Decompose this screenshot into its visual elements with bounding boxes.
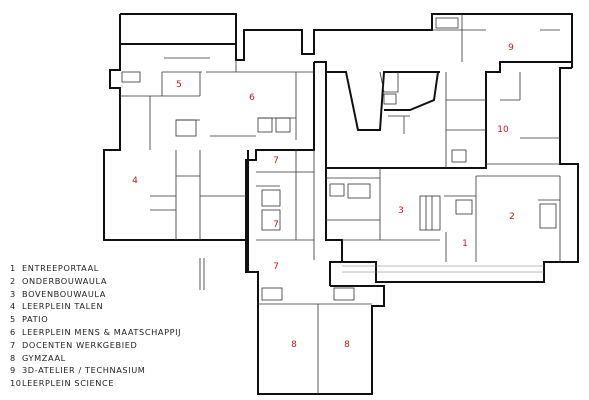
legend-label: ENTREEPORTAAL — [22, 263, 99, 273]
room-number-8a: 8 — [291, 340, 297, 350]
legend-label: LEERPLEIN SCIENCE — [22, 378, 115, 389]
legend-item: 9 3D-ATELIER / TECHNASIUM — [10, 364, 260, 377]
outer-walls — [103, 13, 579, 395]
legend-item: 3 BOVENBOUWAULA — [10, 288, 260, 301]
room-number-9: 9 — [508, 43, 514, 53]
room-number-7b: 7 — [273, 220, 279, 230]
legend-number: 9 — [10, 365, 16, 376]
legend-number: 1 — [10, 263, 16, 273]
room-number-8b: 8 — [344, 340, 350, 350]
legend-label: LEERPLEIN TALEN — [22, 301, 104, 312]
legend: 1 ENTREEPORTAAL 2 ONDERBOUWAULA 3 BOVENBOUW… — [10, 262, 260, 390]
room-numbers: 1 2 3 4 5 6 7 7 7 8 8 9 10 — [132, 43, 515, 350]
legend-number: 8 — [10, 352, 16, 363]
legend-number: 4 — [10, 301, 16, 312]
legend-number: 2 — [10, 275, 16, 286]
legend-label: DOCENTEN WERKGEBIED — [22, 339, 138, 350]
legend-label: ONDERBOUWAULA — [22, 275, 108, 286]
legend-item: 2 ONDERBOUWAULA — [10, 275, 260, 288]
legend-label: 3D-ATELIER / TECHNASIUM — [22, 365, 146, 376]
room-number-7c: 7 — [273, 262, 279, 272]
room-number-2: 2 — [509, 212, 515, 222]
room-number-10: 10 — [497, 125, 509, 135]
legend-number: 3 — [10, 288, 16, 299]
interior-walls — [120, 14, 561, 394]
legend-item: 4 LEERPLEIN TALEN — [10, 300, 260, 313]
legend-item: 10LEERPLEIN SCIENCE — [10, 377, 260, 390]
room-number-6: 6 — [249, 93, 255, 103]
legend-label: BOVENBOUWAULA — [22, 288, 106, 299]
legend-item: 8 GYMZAAL — [10, 352, 260, 365]
legend-item: 1 ENTREEPORTAAL — [10, 262, 260, 275]
legend-item: 5 PATIO — [10, 313, 260, 326]
room-number-1: 1 — [462, 239, 468, 249]
legend-item: 7 DOCENTEN WERKGEBIED — [10, 339, 260, 352]
room-number-7a: 7 — [273, 156, 279, 166]
legend-number: 6 — [10, 326, 16, 337]
room-number-5: 5 — [176, 80, 182, 90]
legend-item: 6 LEERPLEIN MENS & MAATSCHAPPIJ — [10, 326, 260, 339]
room-number-4: 4 — [132, 176, 138, 186]
legend-label: LEERPLEIN MENS & MAATSCHAPPIJ — [22, 326, 182, 337]
legend-label: GYMZAAL — [22, 352, 66, 363]
legend-number: 7 — [10, 339, 16, 350]
legend-number: 5 — [10, 314, 16, 325]
room-number-3: 3 — [398, 206, 404, 216]
legend-number: 10 — [10, 378, 22, 389]
legend-label: PATIO — [22, 314, 49, 325]
